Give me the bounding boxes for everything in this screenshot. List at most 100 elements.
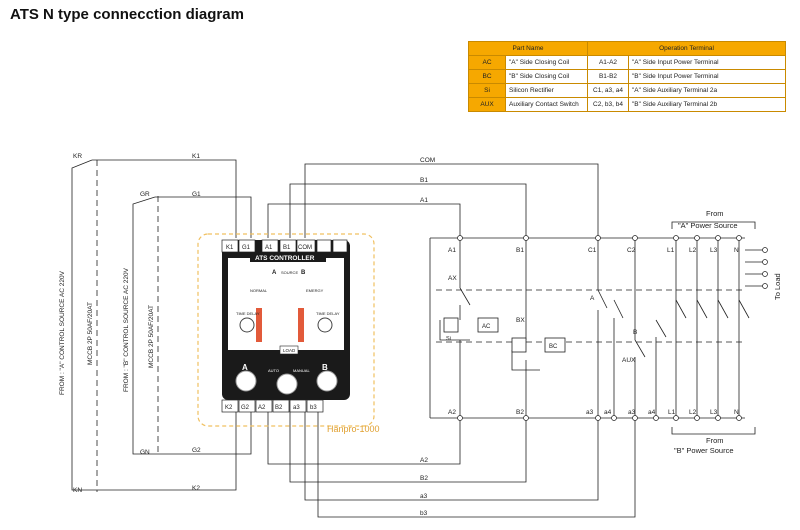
a3-wire-label: a3	[420, 493, 428, 500]
sw-bot-l2: L2	[689, 409, 697, 416]
k2-wire-label: K2	[192, 485, 200, 492]
auto-label: AUTO	[268, 368, 279, 373]
b2-wire-label: B2	[420, 475, 428, 482]
controller-outline	[197, 233, 375, 427]
sw-top-l1: L1	[667, 247, 675, 254]
table-row: Si Silicon Rectifier C1, a3, a4 "A" Side…	[468, 83, 786, 98]
table-header-row: Part Name Operation Terminal	[468, 41, 786, 56]
a-button-label: A	[242, 363, 248, 372]
sw-top-a1: A1	[448, 247, 456, 254]
com-wire-label: COM	[420, 157, 435, 164]
si-label: Si	[446, 336, 451, 342]
b-contact-label: B	[633, 329, 637, 336]
mccb-b-label: MCCB 2P 50AF/20AT	[148, 305, 155, 368]
ax-label: AX	[448, 275, 457, 282]
a-power-source-label: "A" Power Source	[678, 221, 738, 230]
manual-label: MANUAL	[293, 368, 310, 373]
control-a-label: FROM : "A" CONTROL SOURCE AC 220V	[59, 270, 66, 395]
time-delay-right: TIME DELAY	[316, 311, 340, 316]
emergency-label: EMERGY	[306, 288, 324, 293]
sw-bot-a3b: a3	[628, 409, 636, 416]
ctrl-terminal-k2: K2	[225, 405, 233, 411]
b-on-button[interactable]	[316, 370, 338, 392]
from-b-label: From	[706, 436, 724, 445]
control-b-line	[132, 196, 156, 455]
ctrl-terminal-k1: K1	[226, 245, 234, 251]
sw-top-l3: L3	[710, 247, 718, 254]
parts-table: Part Name Operation Terminal AC "A" Side…	[468, 41, 786, 112]
auto-manual-button[interactable]	[276, 373, 298, 395]
b-power-source-label: "B" Power Source	[674, 446, 734, 455]
ctrl-terminal-com: COM	[298, 245, 312, 251]
gr-label: GR	[140, 191, 150, 198]
gn-label: GN	[140, 449, 150, 456]
table-row: BC "B" Side Closing Coil B1-B2 "B" Side …	[468, 69, 786, 84]
sw-bot-l3: L3	[710, 409, 718, 416]
control-a-line	[71, 159, 93, 491]
sw-bot-a3: a3	[586, 409, 594, 416]
bc-label: BC	[549, 344, 558, 350]
table-row: AUX Auxiliary Contact Switch C2, b3, b4 …	[468, 97, 786, 112]
k1-wire-label: K1	[192, 153, 200, 160]
ac-label: AC	[482, 324, 491, 330]
source-b: B	[301, 270, 306, 276]
ac-coil	[477, 317, 499, 333]
controller-panel	[228, 258, 344, 350]
sw-bot-l1: L1	[668, 409, 676, 416]
time-delay-left: TIME DELAY	[236, 311, 260, 316]
control-b-label: FROM : "B" CONTROL SOURCE AC 220V	[123, 267, 130, 392]
cell-code: AUX	[468, 97, 506, 112]
cell-name: Auxiliary Contact Switch	[505, 97, 588, 112]
sw-top-c2: C2	[627, 247, 636, 254]
from-a-label: From	[706, 209, 724, 218]
b3-wire-label: b3	[420, 510, 428, 517]
ctrl-terminal-a1: A1	[265, 245, 273, 251]
header-operation-terminal: Operation Terminal	[587, 41, 786, 56]
ctrl-terminal-b2: B2	[275, 405, 283, 411]
load-label: LOAD	[283, 348, 296, 353]
page-title: ATS N type connecction diagram	[10, 6, 244, 23]
sw-bot-b2: B2	[516, 409, 524, 416]
normal-label: NORMAL	[250, 288, 268, 293]
aux-label: AUX	[622, 357, 636, 364]
cell-desc: "B" Side Auxiliary Terminal 2b	[628, 97, 786, 112]
controller-name: ATS CONTROLLER	[255, 255, 315, 262]
bx-label: BX	[516, 317, 525, 324]
ctrl-terminal-b1: B1	[283, 245, 291, 251]
b-button-label: B	[322, 363, 328, 372]
cell-code: Si	[468, 83, 506, 98]
ctrl-terminal-a3: a3	[293, 405, 300, 411]
source-label: SOURCE	[281, 270, 298, 275]
a-on-button[interactable]	[235, 370, 257, 392]
b1-wire-label: B1	[420, 177, 428, 184]
g1-wire-label: G1	[192, 191, 201, 198]
source-a: A	[272, 270, 277, 276]
bc-coil	[544, 337, 566, 353]
mccb-a-label: MCCB 2P 50AF/20AT	[87, 302, 94, 365]
kr-label: KR	[73, 153, 82, 160]
header-part-name: Part Name	[468, 41, 588, 56]
a1-wire-label: A1	[420, 197, 428, 204]
si-rectifier-a	[443, 317, 459, 333]
ctrl-terminal-b3: b3	[310, 405, 317, 411]
g2-wire-label: G2	[192, 447, 201, 454]
sw-top-c1: C1	[588, 247, 597, 254]
sw-bot-a4b: a4	[648, 409, 656, 416]
a2-wire-label: A2	[420, 457, 428, 464]
sw-bot-n: N	[734, 409, 739, 416]
sw-top-b1: B1	[516, 247, 524, 254]
ctrl-terminal-g2: G2	[241, 405, 250, 411]
to-load-label: To Load	[773, 273, 782, 300]
a-on-label: ON	[242, 374, 248, 379]
ctrl-terminal-a2: A2	[258, 405, 266, 411]
si-rectifier-b	[511, 337, 527, 353]
ctrl-terminal-g1: G1	[242, 245, 251, 251]
sw-bot-a4: a4	[604, 409, 612, 416]
sw-top-n: N	[734, 247, 739, 254]
sw-top-l2: L2	[689, 247, 697, 254]
sw-bot-a2: A2	[448, 409, 456, 416]
b-on-label: ON	[322, 374, 328, 379]
a-contact-label: A	[590, 295, 595, 302]
kn-label: KN	[73, 487, 82, 494]
